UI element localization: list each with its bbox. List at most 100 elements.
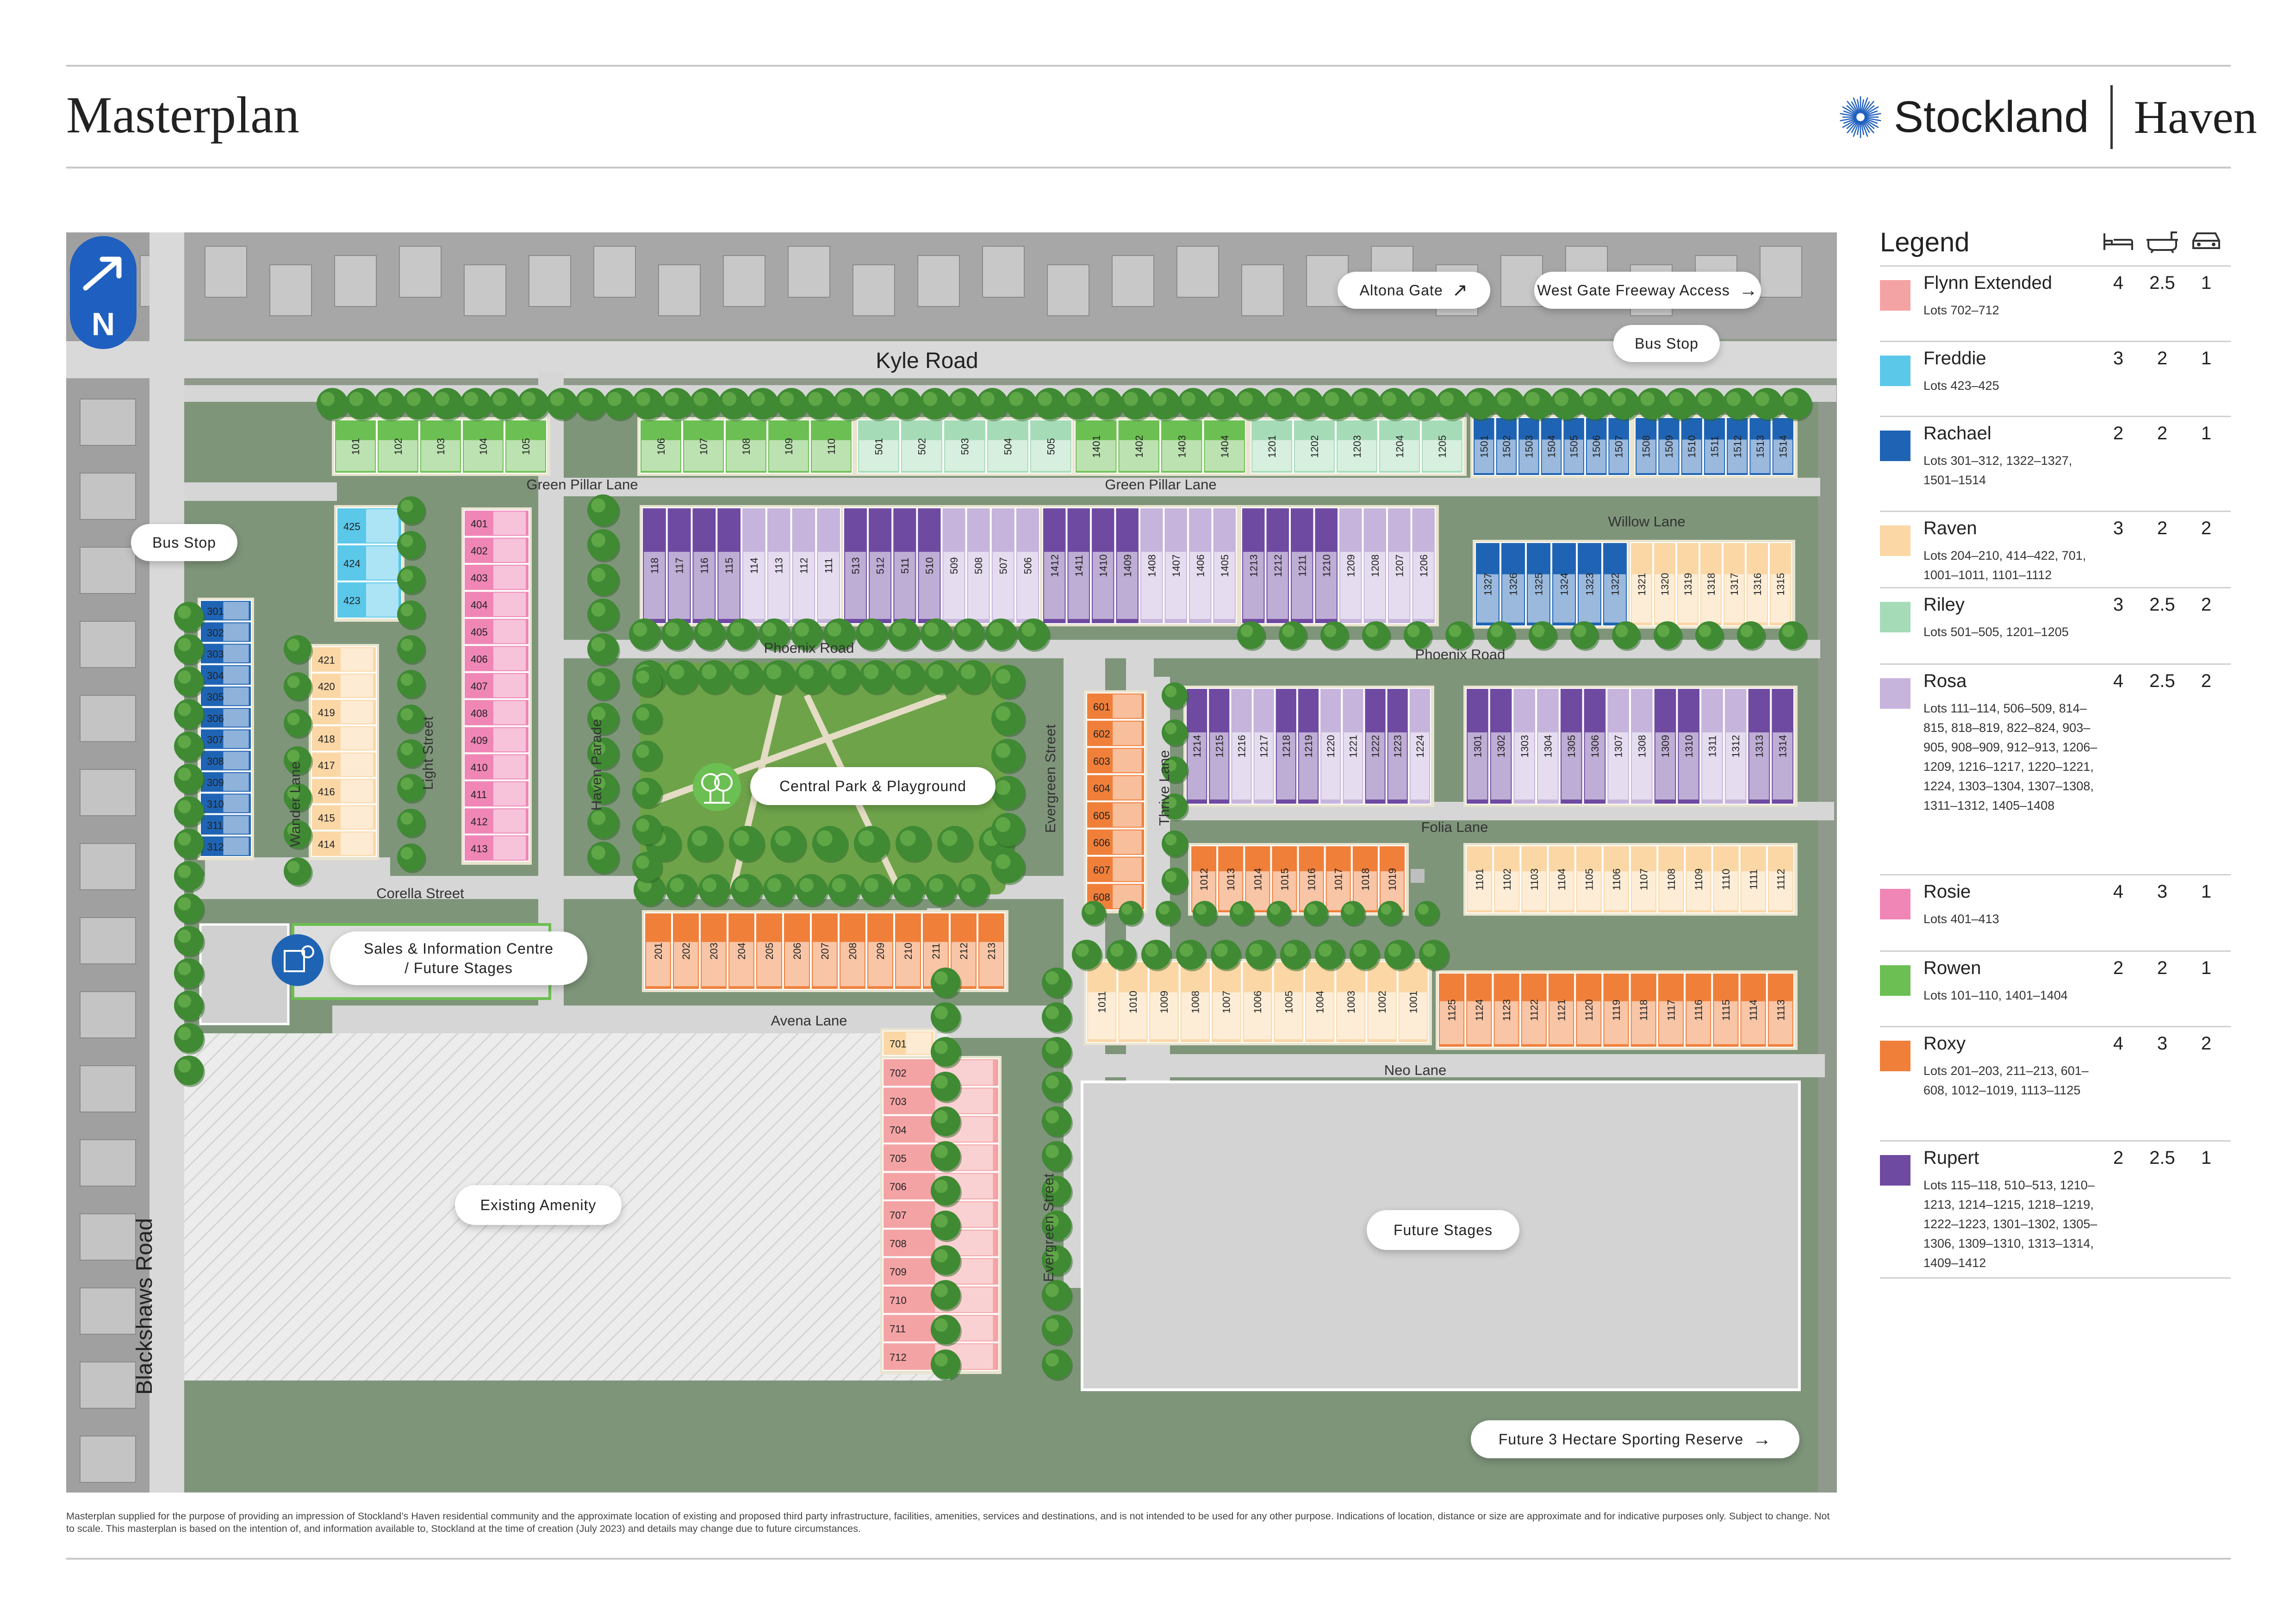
legend-bed-count: 4: [2113, 881, 2124, 902]
central-park-callout[interactable]: Central Park & Playground: [750, 767, 996, 805]
legend-car-count: 1: [2201, 273, 2212, 293]
lot-1119-yard: [1604, 1001, 1628, 1044]
lot-label-1317: 1317: [1729, 573, 1740, 596]
lot-603-yard: [1113, 749, 1142, 773]
lot-1513-yard: [1750, 439, 1770, 473]
lot-label-208: 208: [847, 943, 859, 960]
lot-label-1109: 1109: [1693, 868, 1705, 890]
lot-label-1218: 1218: [1281, 735, 1292, 758]
legend-bath-count: 2: [2157, 423, 2168, 443]
north-label: N: [92, 306, 115, 342]
lot-208-yard: [840, 942, 865, 987]
lot-label-1504: 1504: [1546, 435, 1557, 458]
lot-label-1203: 1203: [1351, 435, 1363, 458]
lot-label-711: 711: [890, 1323, 906, 1335]
lot-301-yard: [223, 602, 249, 620]
lot-1402-yard: [1119, 440, 1158, 471]
west-gate-callout[interactable]: West Gate Freeway Access→: [1534, 272, 1761, 309]
lot-label-1011: 1011: [1096, 991, 1108, 1013]
lot-510-yard: [919, 552, 940, 619]
utility-box-2: [1411, 869, 1425, 883]
lot-label-115: 115: [723, 557, 735, 574]
legend-title: Legend: [1880, 227, 1970, 257]
lot-label-1013: 1013: [1225, 868, 1237, 891]
sales-centre-callout[interactable]: Sales & Information Centre / Future Stag…: [330, 931, 587, 985]
lot-label-404: 404: [471, 600, 488, 611]
lot-label-1305: 1305: [1566, 735, 1577, 758]
legend-name: Freddie: [1923, 348, 1986, 369]
legend-car-count: 2: [2201, 1033, 2212, 1054]
legend-car-count: 1: [2201, 348, 2212, 369]
sporting-reserve-callout[interactable]: Future 3 Hectare Sporting Reserve→: [1471, 1420, 1799, 1458]
lot-118-yard: [644, 552, 665, 619]
existing-amenity-callout[interactable]: Existing Amenity: [455, 1185, 622, 1225]
lot-label-710: 710: [890, 1295, 907, 1306]
lot-1203-yard: [1338, 440, 1376, 471]
altona-gate-callout[interactable]: Altona Gate↗: [1338, 272, 1490, 309]
lot-label-1409: 1409: [1122, 555, 1133, 577]
lot-label-1311: 1311: [1707, 735, 1718, 757]
lot-label-203: 203: [708, 943, 720, 960]
lot-label-312: 312: [207, 841, 224, 853]
car-icon: [2192, 232, 2220, 249]
lot-label-1114: 1114: [1748, 999, 1759, 1021]
lot-block-raven[interactable]: 701: [880, 1028, 937, 1059]
lot-1104-yard: [1549, 871, 1574, 911]
bus-stop-north-callout[interactable]: Bus Stop: [1613, 325, 1720, 362]
lot-label-1009: 1009: [1158, 991, 1170, 1013]
lot-107-yard: [684, 440, 723, 471]
lot-label-1208: 1208: [1369, 555, 1381, 577]
bus-stop-west-callout[interactable]: Bus Stop: [131, 524, 237, 561]
lot-label-1017: 1017: [1333, 868, 1344, 891]
lot-1215-yard: [1210, 732, 1229, 800]
lot-1511-yard: [1705, 439, 1724, 473]
lot-207-yard: [813, 942, 837, 987]
lot-1501-yard: [1475, 439, 1493, 473]
lot-1506-yard: [1587, 439, 1606, 473]
legend-lots: Lots 204–210, 414–422, 701, 1001–1011, 1…: [1923, 549, 2086, 582]
lot-label-1105: 1105: [1583, 868, 1595, 890]
lot-label-1323: 1323: [1584, 573, 1596, 596]
lot-label-1319: 1319: [1682, 573, 1694, 596]
legend-bed-count: 3: [2113, 594, 2124, 615]
lot-label-1405: 1405: [1219, 555, 1231, 577]
lot-label-1119: 1119: [1611, 999, 1622, 1021]
lot-419-yard: [341, 700, 373, 724]
lot-label-1508: 1508: [1641, 435, 1652, 458]
future-stages-callout[interactable]: Future Stages: [1367, 1210, 1519, 1250]
lot-label-603: 603: [1093, 756, 1110, 767]
lot-label-1107: 1107: [1638, 868, 1650, 890]
lot-104-yard: [464, 440, 503, 471]
lot-1302-yard: [1491, 732, 1511, 800]
lot-label-1102: 1102: [1501, 868, 1513, 890]
lot-label-424: 424: [343, 558, 361, 569]
lot-label-1502: 1502: [1501, 435, 1512, 458]
lot-1003-yard: [1337, 992, 1365, 1039]
